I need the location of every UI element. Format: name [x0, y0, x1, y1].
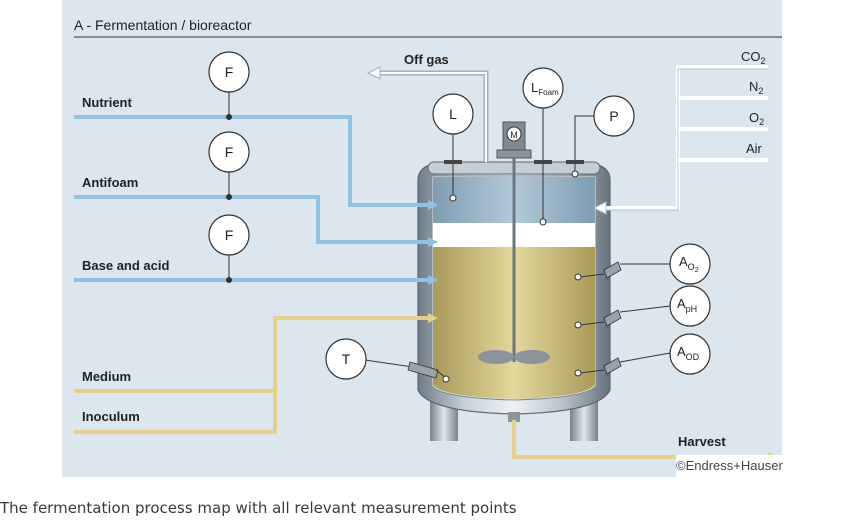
o2-sub: 2: [759, 117, 764, 127]
co2-sub: 2: [761, 56, 766, 66]
analysis-od-instrument: AOD: [574, 333, 711, 377]
o2-text: O: [749, 110, 759, 125]
flow-instrument-nutrient: F: [208, 51, 250, 120]
antifoam-label: Antifoam: [82, 175, 138, 190]
analysis-o2-label: AO2: [679, 254, 699, 274]
gas-manifold-edge: [604, 68, 768, 211]
bottom-outlet: [508, 412, 520, 422]
n2-label: N2: [749, 79, 763, 96]
analysis-od-label: AOD: [677, 344, 700, 362]
analysis-ph-letter: A: [677, 296, 686, 311]
analysis-ph-label: ApH: [677, 296, 697, 314]
base-acid-arrow: [428, 275, 438, 285]
analysis-o2-sub: O: [688, 262, 695, 272]
antifoam-line: [74, 195, 430, 244]
medium-arrow: [428, 313, 438, 323]
nutrient-line: [74, 115, 430, 207]
off-gas-pipe-inner: [380, 72, 487, 162]
analysis-od-sub: OD: [686, 352, 700, 362]
impeller-blade-right: [514, 350, 550, 364]
flow-label-antifoam: F: [225, 144, 234, 160]
flow-instrument-antifoam: F: [208, 131, 250, 200]
copyright-notice: ©Endress+Hauser: [676, 455, 783, 477]
level-instrument: L: [432, 93, 474, 202]
foam-level-sub: Foam: [538, 88, 559, 97]
inoculum-label: Inoculum: [82, 409, 140, 424]
off-gas-arrow: [366, 66, 381, 80]
nutrient-label: Nutrient: [82, 95, 133, 110]
o2-label: O2: [749, 110, 764, 127]
impeller-blade-left: [478, 350, 514, 364]
medium-label: Medium: [82, 369, 131, 384]
nutrient-arrow: [428, 200, 438, 210]
co2-text: CO: [741, 49, 761, 64]
temperature-instrument: T: [325, 338, 450, 383]
gas-inlet-arrow: [592, 201, 607, 215]
flow-instrument-base-acid: F: [208, 214, 250, 283]
level-label: L: [449, 106, 457, 122]
off-gas-label: Off gas: [404, 52, 449, 67]
foam-level-label: LFoam: [531, 80, 559, 97]
inoculum-line: [74, 391, 277, 434]
analysis-o2-letter: A: [679, 254, 688, 269]
harvest-line: [512, 420, 770, 459]
air-label: Air: [746, 141, 763, 156]
n2-sub: 2: [758, 86, 763, 96]
harvest-label: Harvest: [678, 434, 726, 449]
diagram-title: A - Fermentation / bioreactor: [74, 17, 252, 33]
analysis-o2-instrument: AO2: [574, 243, 711, 285]
analysis-ph-sub: pH: [686, 304, 698, 314]
gas-manifold: [604, 65, 768, 210]
analysis-o2-subsub: 2: [695, 267, 699, 274]
antifoam-arrow: [428, 237, 438, 247]
figure-caption: The fermentation process map with all re…: [0, 499, 517, 517]
medium-line: [74, 316, 430, 393]
flow-label-base-acid: F: [225, 227, 234, 243]
n2-text: N: [749, 79, 758, 94]
motor-base: [496, 149, 532, 159]
base-acid-label: Base and acid: [82, 258, 169, 273]
motor-icon: [506, 126, 522, 142]
pressure-instrument: P: [566, 95, 635, 178]
pressure-label: P: [609, 108, 618, 124]
temperature-label: T: [342, 351, 351, 367]
analysis-od-letter: A: [677, 344, 686, 359]
foam-level-instrument: LFoam: [522, 67, 564, 226]
bioreactor-diagram: A - Fermentation / bioreactor M Off gas …: [74, 17, 782, 462]
analysis-ph-instrument: ApH: [574, 285, 711, 329]
flow-label-nutrient: F: [225, 64, 234, 80]
co2-label: CO2: [741, 49, 766, 66]
foam-level-letter: L: [531, 80, 538, 95]
motor-label: M: [510, 130, 518, 140]
